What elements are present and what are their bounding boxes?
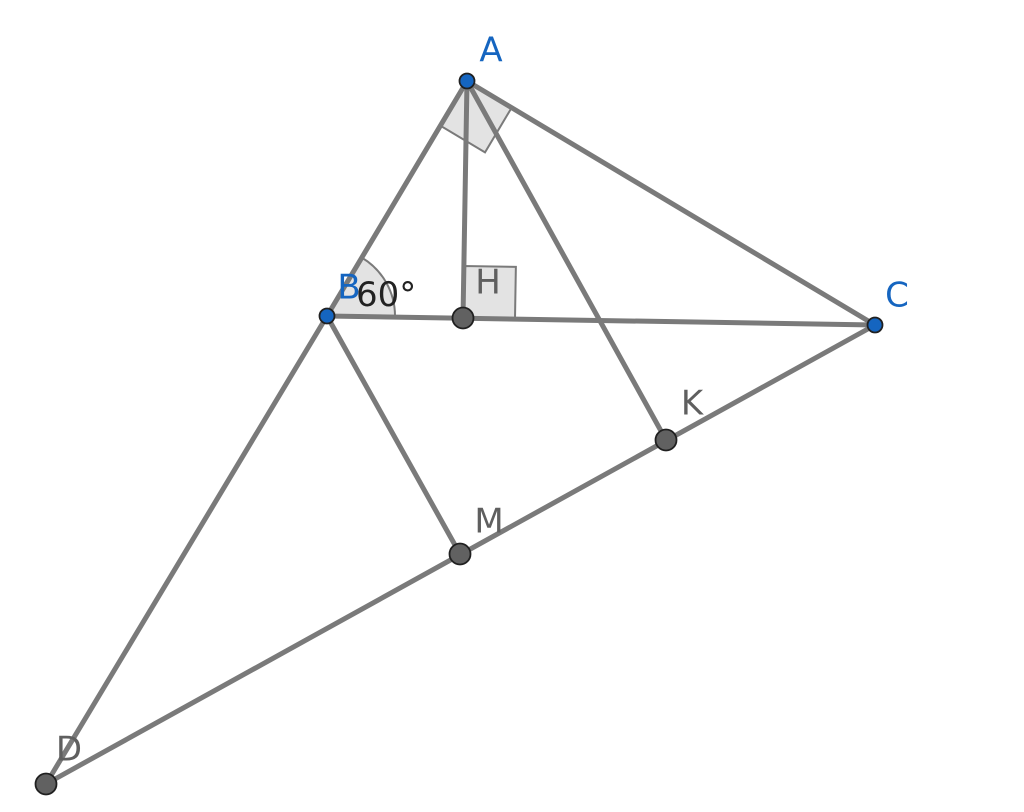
segment-ak	[464, 78, 669, 443]
point-m	[448, 542, 472, 566]
label-k: K	[681, 384, 705, 424]
label-m: M	[474, 502, 503, 542]
point-b	[318, 307, 336, 325]
label-b: B	[337, 268, 360, 308]
label-h: H	[475, 263, 501, 303]
label-d: D	[56, 730, 82, 770]
angle-label-b: 60°	[356, 275, 416, 315]
segments	[43, 78, 878, 787]
label-a: A	[479, 31, 502, 71]
segment-ac	[464, 78, 878, 328]
angle-mark-b	[325, 256, 396, 319]
labels: 60° A B C H K M D	[56, 31, 909, 770]
point-d	[34, 772, 58, 796]
point-h	[451, 306, 475, 330]
point-c	[866, 316, 884, 334]
point-a	[458, 72, 476, 90]
points	[34, 72, 884, 796]
segment-bd	[43, 313, 330, 787]
label-c: C	[885, 276, 909, 316]
point-k	[654, 428, 678, 452]
segment-bm	[324, 313, 463, 557]
segment-ah	[460, 78, 470, 321]
segment-ab	[324, 78, 470, 319]
